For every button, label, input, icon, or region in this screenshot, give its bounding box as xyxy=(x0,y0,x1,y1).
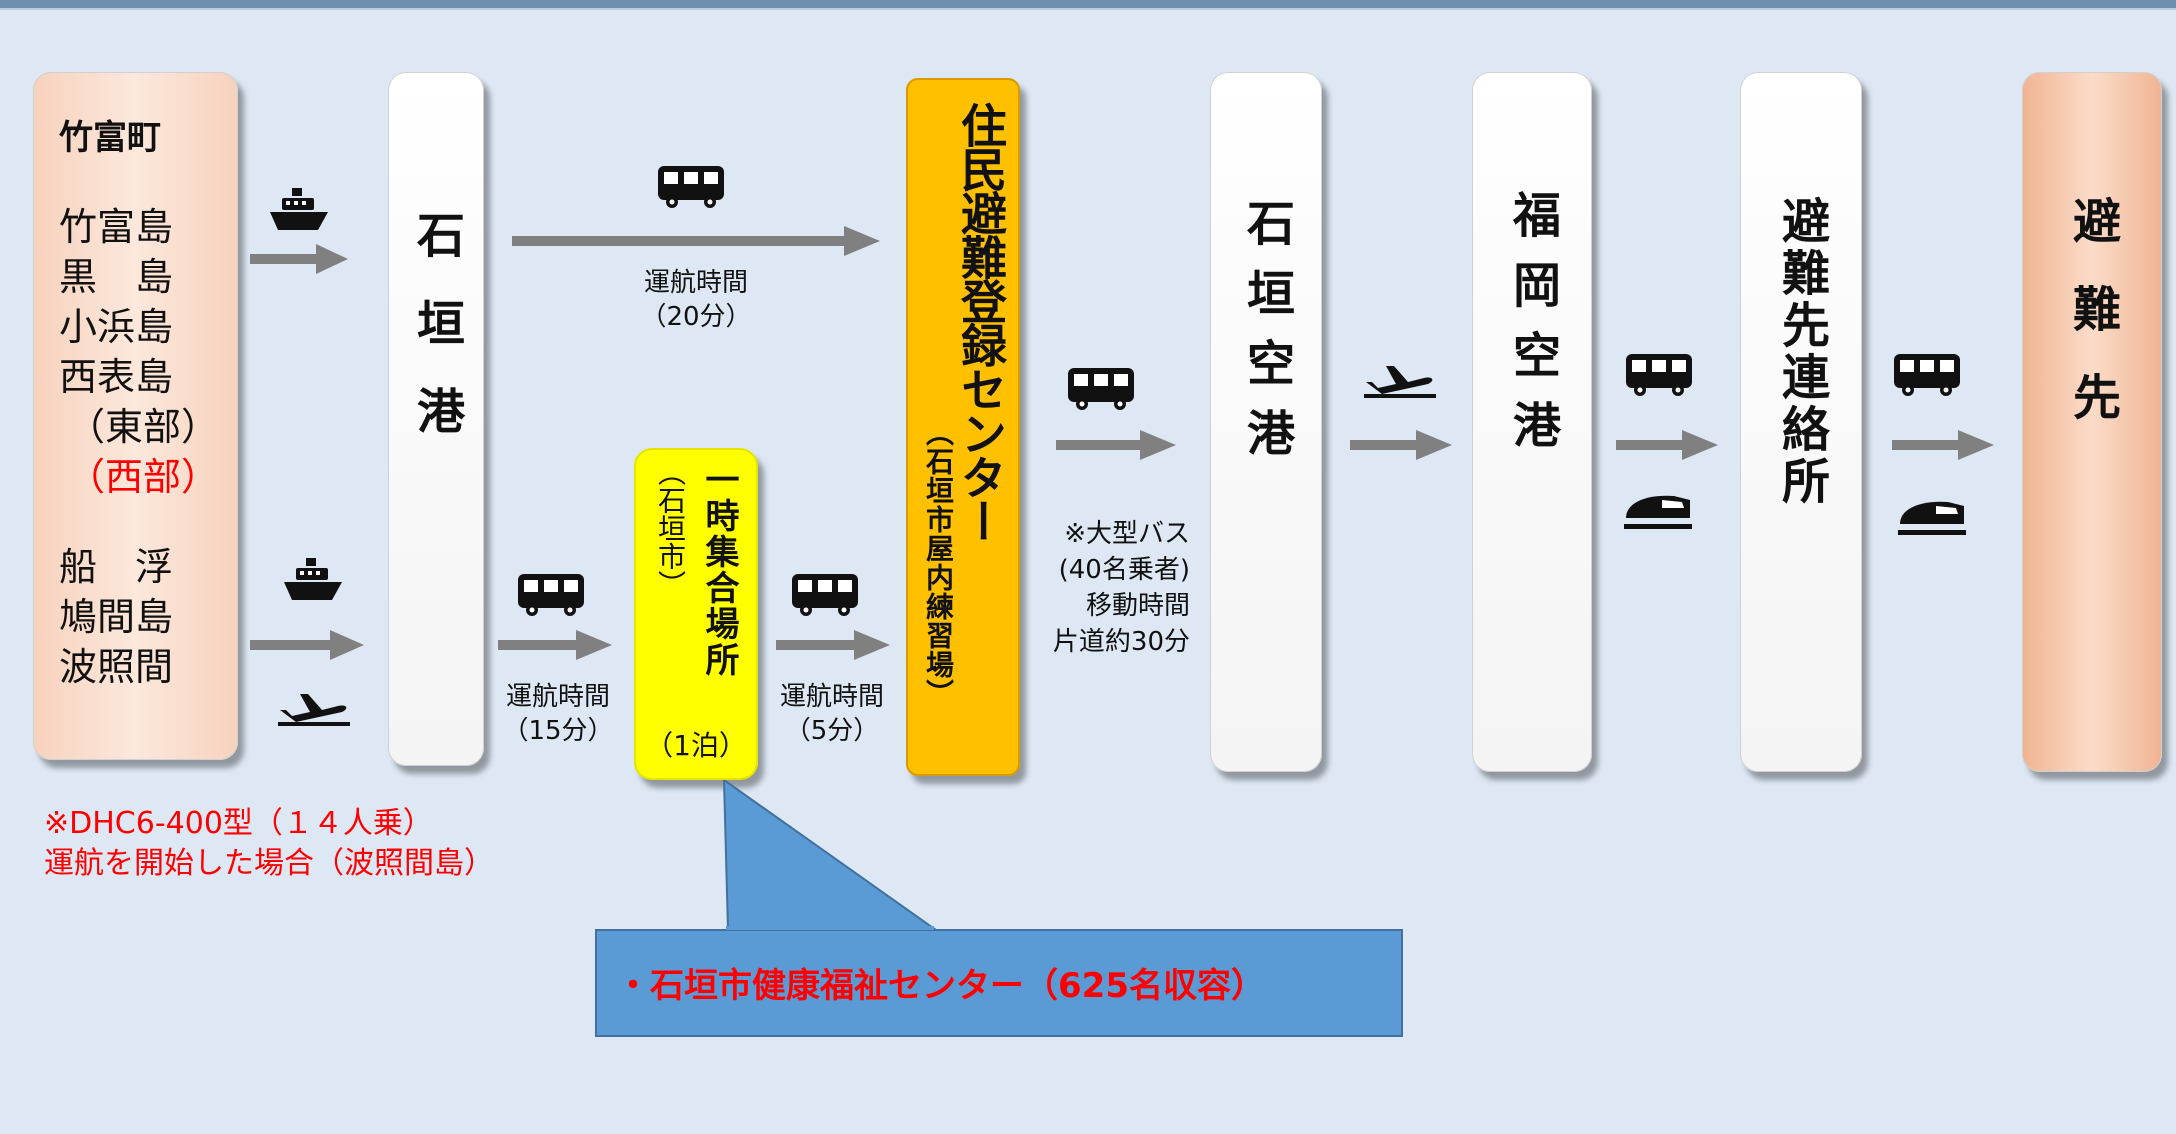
route-top-time-value: （20分） xyxy=(640,302,752,332)
assembly-title: 一時集合場所 xyxy=(699,462,739,678)
bus-icon xyxy=(1894,354,1960,396)
route-bottom-left-time-label: 運航時間 xyxy=(505,682,610,712)
top-border xyxy=(0,0,2176,8)
iriomote-west: （西部） xyxy=(67,455,220,499)
bus-icon xyxy=(518,574,584,616)
island-taketomi: 竹富島 xyxy=(59,205,174,249)
dhc-note: ※DHC6-400型（１４人乗） 運航を開始した場合（波照間島） xyxy=(44,804,494,884)
route-top-time: 運航時間 （20分） xyxy=(616,266,776,334)
bus-icon xyxy=(792,574,858,616)
route-top-time-label: 運航時間 xyxy=(643,268,748,298)
origin-island-list: 竹富島 黒 島 小浜島 西表島 （東部） （西部） xyxy=(59,202,219,502)
origin-island-list-2: 船 浮 鳩間島 波照間 xyxy=(59,542,173,692)
top-border-light xyxy=(0,8,2176,10)
arrow-origin-to-port-top xyxy=(250,244,348,274)
island-funauki: 船 浮 xyxy=(59,545,174,589)
island-kuroshima: 黒 島 xyxy=(59,255,174,299)
assembly-box: 一時集合場所 （石垣市） （1泊） xyxy=(634,448,758,780)
ship-icon xyxy=(284,558,342,600)
route-bottom-left-time-value: （15分） xyxy=(502,716,614,746)
fukuoka-airport-label: 福岡空港 xyxy=(1504,190,1560,470)
arrow-liaison-to-destination xyxy=(1892,430,1994,460)
arrow-port-to-assembly xyxy=(498,630,612,660)
ishigaki-airport-box: 石垣空港 xyxy=(1210,72,1322,772)
airplane-icon xyxy=(278,694,350,726)
arrow-center-to-ishigaki-airport xyxy=(1056,430,1176,460)
bus-note-line3: 移動時間 xyxy=(1085,591,1190,621)
arrow-fukuoka-to-liaison xyxy=(1616,430,1718,460)
bus-note: ※大型バス (40名乗者) 移動時間 片道約30分 xyxy=(1030,516,1190,660)
registration-center-box: 住民避難登録センター （石垣市屋内練習場） xyxy=(906,78,1020,776)
route-bottom-left-time: 運航時間 （15分） xyxy=(478,680,638,748)
bus-note-line4: 片道約30分 xyxy=(1052,627,1190,657)
route-bottom-mid-time-value: （5分） xyxy=(784,716,880,746)
dhc-note-line2: 運航を開始した場合（波照間島） xyxy=(44,846,494,881)
bus-note-line2: (40名乗者) xyxy=(1058,555,1190,585)
island-kohama: 小浜島 xyxy=(59,305,174,349)
bus-icon xyxy=(658,166,724,208)
liaison-box: 避難先連絡所 xyxy=(1740,72,1862,772)
bus-icon xyxy=(1068,368,1134,410)
bus-icon xyxy=(1626,354,1692,396)
iriomote-east: （東部） xyxy=(67,405,220,449)
destination-box: 避難先 xyxy=(2022,72,2162,772)
liaison-label: 避難先連絡所 xyxy=(1773,196,1829,508)
ship-icon xyxy=(270,188,328,230)
route-bottom-mid-time-label: 運航時間 xyxy=(779,682,884,712)
callout-text: ・石垣市健康福祉センター（625名収容） xyxy=(616,966,1265,1006)
callout-pointer xyxy=(595,780,1403,1037)
arrow-assembly-to-center xyxy=(776,630,890,660)
arrow-ishigaki-to-fukuoka xyxy=(1350,430,1452,460)
island-hateruma: 波照間 xyxy=(59,645,174,689)
origin-title: 竹富町 xyxy=(59,118,161,158)
destination-label: 避難先 xyxy=(2064,196,2120,460)
ishigaki-port-label: 石垣港 xyxy=(408,210,464,474)
bus-note-line1: ※大型バス xyxy=(1064,519,1190,549)
origin-box: 竹富町 竹富島 黒 島 小浜島 西表島 （東部） （西部） 船 浮 鳩間島 波照… xyxy=(33,72,238,760)
arrow-origin-to-port-bottom xyxy=(250,630,364,660)
bullet-train-icon xyxy=(1898,501,1966,535)
ishigaki-airport-label: 石垣空港 xyxy=(1238,198,1294,478)
registration-center-title: 住民避難登録センター xyxy=(954,102,1008,542)
route-bottom-mid-time: 運航時間 （5分） xyxy=(762,680,902,748)
arrow-port-to-center xyxy=(512,226,880,256)
bullet-train-icon xyxy=(1624,495,1692,529)
registration-center-sub: （石垣市屋内練習場） xyxy=(922,418,955,708)
assembly-stay: （1泊） xyxy=(645,729,747,762)
airplane-icon xyxy=(1364,366,1436,398)
fukuoka-airport-box: 福岡空港 xyxy=(1472,72,1592,772)
assembly-sub: （石垣市） xyxy=(654,458,687,598)
ishigaki-port-box: 石垣港 xyxy=(388,72,484,766)
island-hatoma: 鳩間島 xyxy=(59,595,174,639)
dhc-note-line1: ※DHC6-400型（１４人乗） xyxy=(44,806,433,841)
island-iriomote: 西表島 xyxy=(59,355,174,399)
